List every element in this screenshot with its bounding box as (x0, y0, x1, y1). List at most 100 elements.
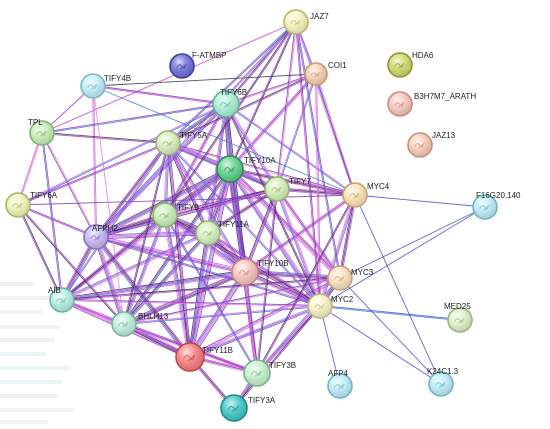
interaction-edge[interactable] (275, 188, 322, 307)
protein-node[interactable]: BHLH13 (111, 311, 169, 337)
protein-node[interactable]: TIFY11A (195, 220, 250, 246)
protein-node[interactable]: TIFY7 (264, 176, 311, 202)
protein-node[interactable]: JAZ7 (283, 9, 329, 35)
interaction-edge[interactable] (187, 232, 211, 358)
interaction-edge[interactable] (255, 188, 279, 374)
interaction-edge[interactable] (166, 142, 192, 358)
interaction-edge[interactable] (41, 21, 297, 134)
interaction-edge[interactable] (314, 73, 322, 307)
interaction-edge[interactable] (354, 194, 486, 208)
node-label: AFP4 (328, 369, 349, 378)
protein-node[interactable]: AFPH2 (83, 224, 118, 250)
interaction-edge[interactable] (92, 73, 317, 87)
protein-node[interactable]: HDA6 (387, 51, 434, 78)
interaction-edge[interactable] (92, 85, 356, 196)
interaction-edge[interactable] (93, 236, 127, 325)
protein-node[interactable]: MYC2 (307, 293, 354, 319)
protein-node[interactable]: TIFY10B (231, 258, 289, 286)
interaction-edge[interactable] (319, 305, 341, 387)
node-label: F-ATMBP (192, 51, 227, 60)
protein-node[interactable]: JAZ13 (407, 131, 456, 158)
protein-node[interactable]: COI1 (304, 61, 347, 86)
protein-node[interactable]: TPL (28, 118, 55, 146)
protein-node[interactable]: TIFY4B (80, 73, 131, 99)
interaction-edge[interactable] (295, 21, 356, 196)
interaction-edge[interactable] (95, 235, 321, 308)
edge-strand (168, 142, 321, 306)
protein-node[interactable]: TIFY5A (155, 130, 208, 156)
interaction-edge[interactable] (275, 188, 342, 279)
interaction-edge[interactable] (17, 204, 63, 301)
interaction-edge[interactable] (339, 277, 442, 385)
interaction-edge[interactable] (225, 103, 321, 307)
interaction-edge[interactable] (17, 103, 227, 206)
interaction-edge[interactable] (92, 85, 125, 325)
interaction-edge[interactable] (61, 276, 341, 302)
edge-strand (339, 206, 486, 279)
protein-node[interactable]: B3H7M7_ARATH (387, 91, 476, 117)
interaction-edge[interactable] (122, 214, 167, 325)
interaction-edge[interactable] (338, 194, 357, 279)
edge-strand (162, 215, 189, 358)
interaction-edge[interactable] (92, 84, 227, 106)
interaction-edge[interactable] (276, 73, 317, 190)
protein-node[interactable]: MYC4 (342, 182, 390, 208)
protein-node[interactable]: TIFY3B (243, 359, 296, 387)
protein-structure-icon (183, 354, 196, 362)
interaction-edge[interactable] (122, 142, 170, 325)
edge-strand (229, 169, 320, 307)
interaction-edge[interactable] (275, 21, 298, 190)
interaction-edge[interactable] (40, 132, 64, 301)
interaction-edge[interactable] (294, 21, 322, 307)
edge-strand (275, 21, 296, 189)
protein-node[interactable]: AFP4 (327, 369, 353, 399)
interaction-edge[interactable] (319, 305, 442, 385)
interaction-edge[interactable] (319, 304, 461, 322)
interaction-edge[interactable] (319, 206, 486, 307)
protein-node[interactable]: MED25 (444, 302, 473, 333)
edge-strand (255, 188, 277, 373)
protein-node[interactable]: F-ATMBP (169, 51, 227, 79)
edge-strand (124, 272, 246, 325)
edge-strand (229, 169, 340, 279)
edge-strand (92, 85, 356, 196)
protein-node[interactable]: K24C1.3 (427, 367, 459, 397)
protein-node[interactable]: F16G20.140 (472, 191, 521, 220)
edge-strand (18, 204, 125, 324)
interaction-edge[interactable] (243, 271, 259, 374)
interaction-edge[interactable] (61, 298, 321, 308)
interaction-edge[interactable] (256, 194, 356, 374)
protein-node[interactable]: AIB (48, 286, 75, 313)
protein-node[interactable]: MYC3 (327, 265, 374, 291)
interaction-edge[interactable] (224, 103, 247, 273)
protein-node[interactable]: TIFY9 (152, 202, 199, 228)
interaction-edge[interactable] (41, 102, 227, 135)
interaction-edge[interactable] (95, 21, 297, 238)
interaction-edge[interactable] (229, 21, 297, 170)
interaction-edge[interactable] (315, 73, 356, 196)
protein-node[interactable]: TIFY3A (220, 394, 276, 422)
interaction-edge[interactable] (61, 231, 209, 302)
node-label: TIFY10B (257, 259, 289, 268)
interaction-edge[interactable] (164, 214, 258, 374)
interaction-edge[interactable] (354, 194, 442, 385)
interaction-edge[interactable] (244, 193, 356, 274)
interaction-edge[interactable] (122, 231, 210, 326)
edge-strand (95, 237, 320, 308)
interaction-edge[interactable] (17, 204, 97, 238)
interaction-edge[interactable] (228, 167, 342, 280)
interaction-edge[interactable] (164, 21, 297, 216)
interaction-edge[interactable] (17, 194, 356, 206)
interaction-edge[interactable] (233, 305, 321, 409)
protein-node[interactable]: TIFY6A (5, 191, 58, 218)
interaction-edge[interactable] (256, 277, 341, 374)
protein-node[interactable]: TIFY10A (216, 155, 276, 183)
interaction-edge[interactable] (167, 142, 321, 307)
edge-strand (257, 278, 341, 374)
interaction-edge[interactable] (95, 230, 209, 240)
interaction-edge[interactable] (339, 206, 486, 279)
interaction-edge[interactable] (17, 204, 125, 325)
protein-node[interactable]: TIFY6B (212, 88, 247, 118)
protein-node[interactable]: TIFY11B (175, 342, 233, 372)
